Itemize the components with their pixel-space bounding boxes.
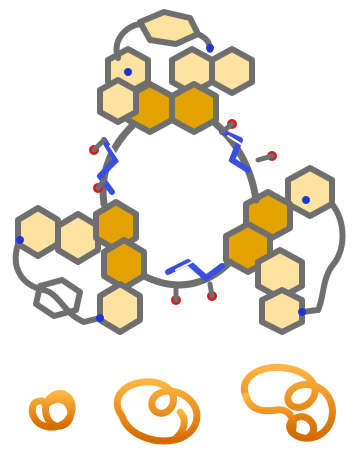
ring-left-6 (33, 277, 83, 319)
amide-tube-left (97, 137, 119, 195)
amide-tube-right (219, 129, 251, 173)
ring-top-5 (169, 81, 219, 135)
knot-diagrams (28, 363, 336, 445)
ring-right-5 (259, 287, 305, 335)
nitrogen-atom (302, 196, 310, 204)
top-aromatic-rings (97, 9, 255, 135)
backbone-highlight (109, 135, 245, 271)
ring-right-4 (255, 247, 305, 301)
nitrogen-atom (124, 68, 132, 76)
ring-top-7 (137, 9, 201, 47)
amide-tube-bottom (165, 259, 225, 281)
molecular-knot-structure (12, 9, 346, 335)
knot-medium (113, 378, 201, 445)
knot-large (240, 363, 336, 442)
ring-left-1 (15, 205, 61, 259)
linker-right (299, 201, 346, 315)
nitrogen-atom (298, 308, 306, 316)
knot-trefoil (28, 390, 76, 431)
linker-left (12, 241, 103, 326)
amide-macrocycle (89, 119, 277, 305)
nitrogen-atom (16, 236, 24, 244)
nitrogen-atom (96, 314, 104, 322)
backbone-left (99, 122, 136, 208)
left-aromatic-rings (12, 199, 147, 335)
ring-left-4 (101, 237, 147, 291)
ring-left-2 (55, 211, 101, 265)
right-aromatic-rings (223, 165, 346, 335)
nitrogen-atom (206, 44, 214, 52)
ring-top-3 (209, 46, 255, 96)
ring-right-1 (285, 165, 335, 219)
ring-top-6 (97, 77, 139, 125)
ring-left-5 (97, 281, 143, 335)
carbonyl-bonds (91, 121, 275, 303)
